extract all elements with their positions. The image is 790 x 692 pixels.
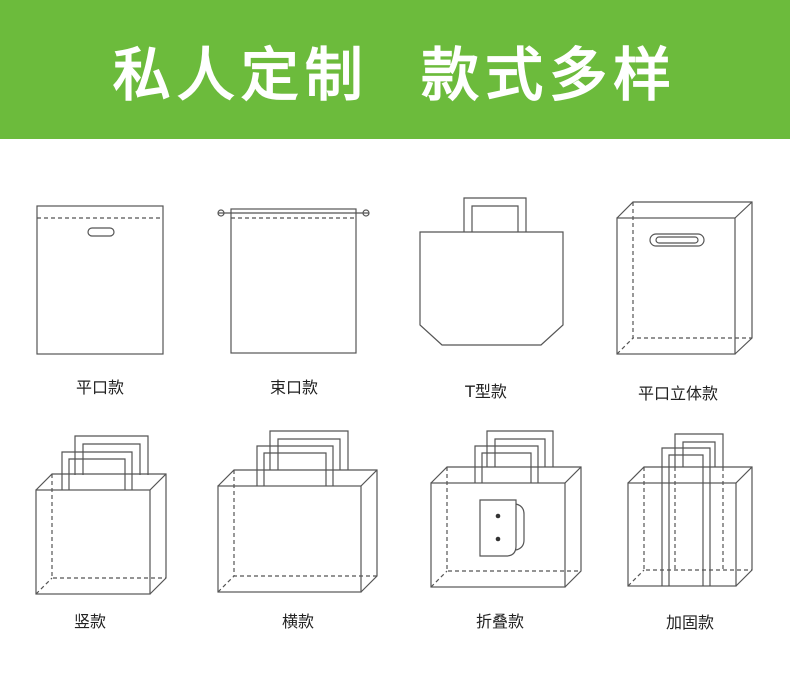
bag-style-label: 横款: [281, 612, 315, 631]
bag-style-label: 束口款: [269, 378, 319, 397]
bag-style-label: 加固款: [665, 613, 715, 632]
bag-style-label: 平口款: [75, 378, 125, 397]
banner-title: 私人定制 款式多样: [112, 40, 678, 109]
bag-style-label: 平口立体款: [637, 384, 719, 403]
bag-style-label: 竖款: [73, 612, 107, 631]
header-banner: 私人定制 款式多样: [0, 0, 790, 139]
bag-style-label: 折叠款: [475, 612, 525, 631]
bag-style-label: T型款: [465, 382, 507, 401]
